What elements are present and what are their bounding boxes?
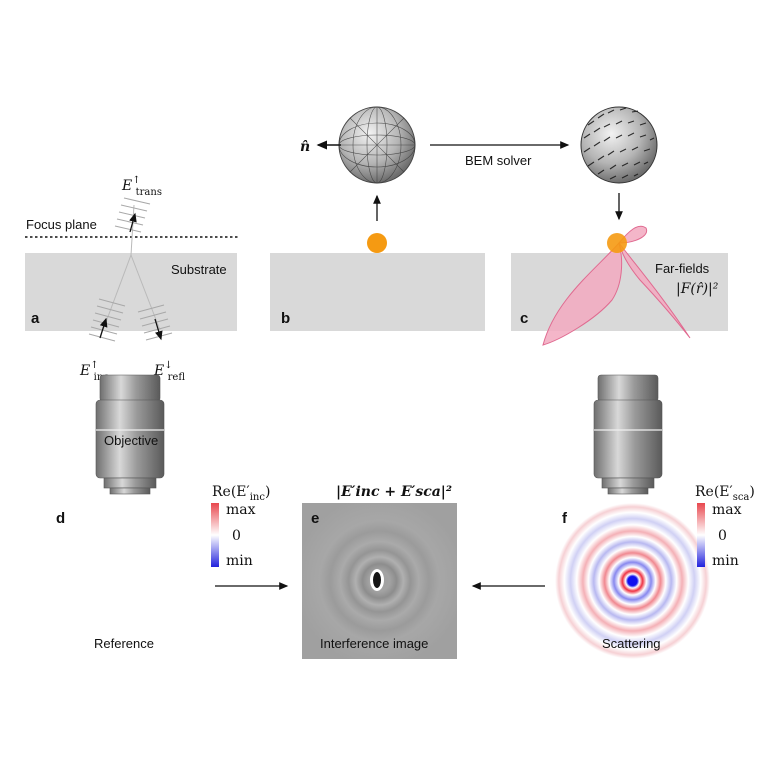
panel-d-label: d xyxy=(56,510,65,527)
normal-symbol: n̂ xyxy=(300,139,310,155)
panel-d: d Reference Re(E′inc) max 0 min xyxy=(48,484,270,659)
panel-a-label: a xyxy=(31,310,40,327)
panel-f: f Scattering Re(E′sca) max 0 min xyxy=(555,484,755,659)
arrow-trans xyxy=(129,212,137,233)
particle-c xyxy=(607,233,627,253)
ref-cb-zero: 0 xyxy=(232,528,241,544)
panel-b-label: b xyxy=(281,310,290,327)
objective-label: Objective xyxy=(104,433,158,448)
ray-incident xyxy=(102,254,132,331)
sca-colorbar-title: Re(E′sca) xyxy=(695,484,755,503)
particle-b xyxy=(367,233,387,253)
arrow-inc xyxy=(99,317,108,339)
panel-b: n̂ b xyxy=(270,106,485,331)
far-fields-label: Far-fields xyxy=(655,261,710,276)
panel-e-label: e xyxy=(311,510,319,527)
svg-text:BEM solver: BEM solver xyxy=(465,153,532,168)
substrate-label: Substrate xyxy=(171,262,227,277)
panel-f-label: f xyxy=(562,510,568,527)
ref-colorbar xyxy=(211,503,219,567)
panel-c-label: c xyxy=(520,310,528,327)
focus-plane-label: Focus plane xyxy=(26,217,97,232)
vector-sphere xyxy=(580,106,658,184)
bem-solver-arrow: BEM solver xyxy=(430,141,570,168)
scattering-label: Scattering xyxy=(602,636,661,651)
substrate-a xyxy=(25,253,237,331)
e-trans-label: E↑trans xyxy=(121,175,162,198)
scattering-image xyxy=(555,503,710,659)
wavefront-refl xyxy=(137,304,173,341)
ref-colorbar-title: Re(E′inc) xyxy=(212,484,270,503)
objective-left: Objective xyxy=(95,374,165,495)
ref-cb-max: max xyxy=(226,502,256,518)
wavefront-trans xyxy=(114,197,151,233)
arrow-refl xyxy=(154,318,163,341)
interference-formula: |E′inc + E′sca|² xyxy=(336,484,452,500)
far-field-formula: |F(r̂)|² xyxy=(676,281,719,297)
reference-image xyxy=(48,503,205,659)
sca-cb-zero: 0 xyxy=(718,528,727,544)
interference-label: Interference image xyxy=(320,636,428,651)
sca-cb-min: min xyxy=(712,553,739,569)
panel-c: Far-fields |F(r̂)|² c xyxy=(511,106,728,346)
ray-reflected xyxy=(130,254,161,331)
panel-e: |E′inc + E′sca|² e Interference image xyxy=(302,484,457,659)
panel-a: Focus plane Substrate E↑trans E↑inc E↓re… xyxy=(25,175,238,383)
mesh-sphere xyxy=(338,106,416,184)
objective-right xyxy=(593,374,663,495)
reference-label: Reference xyxy=(94,636,154,651)
substrate-b xyxy=(270,253,485,331)
sca-colorbar xyxy=(697,503,705,567)
e-refl-label: E↓refl xyxy=(153,360,185,383)
sca-cb-max: max xyxy=(712,502,742,518)
ref-cb-min: min xyxy=(226,553,253,569)
